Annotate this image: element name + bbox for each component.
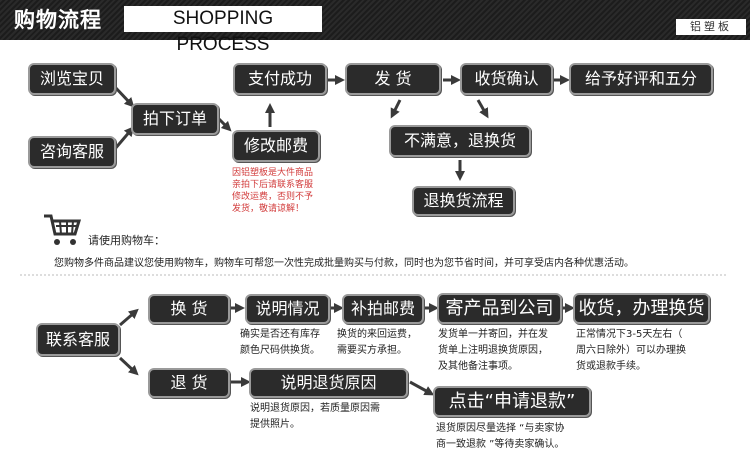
postage-note-line: 发货，敬请谅解！ [232, 204, 305, 214]
brand-mark: 铝塑板 [676, 19, 746, 35]
confirm-step: 收货确认 [460, 63, 553, 95]
note-line: 退货原因尽量选择 “与卖家协 [436, 423, 565, 434]
exchange-step: 换 货 [148, 294, 230, 324]
explain-reason-step: 说明退货原因 [249, 368, 408, 398]
consult-step: 咨询客服 [28, 136, 116, 168]
note-line: 需要买方承担。 [337, 345, 407, 356]
review-step: 给予好评和五分 [569, 63, 713, 95]
order-step: 拍下订单 [131, 103, 219, 135]
contact-service-step: 联系客服 [36, 323, 120, 356]
reason-note: 说明退货原因，若质量原因需 提供照片。 [250, 401, 380, 433]
note-line: 商一致退款 ”等待卖家确认。 [436, 439, 565, 450]
postage-note-line: 亲拍下后请联系客服 [232, 180, 314, 190]
explain-note: 确实是否还有库存 颜色尺码供换货。 [240, 327, 320, 359]
note-line: 说明退货原因，若质量原因需 [250, 403, 380, 414]
apply-refund-step: 点击“申请退款” [433, 386, 591, 417]
modify-postage-step: 修改邮费 [232, 130, 320, 162]
page-title: 购物流程 [14, 8, 102, 32]
refund-note: 退货原因尽量选择 “与卖家协 商一致退款 ”等待卖家确认。 [436, 421, 564, 453]
note-line: 正常情况下3-5天左右（ [576, 329, 683, 340]
unsatisfied-step: 不满意，退换货 [389, 125, 531, 157]
return-flow-step: 退换货流程 [412, 186, 515, 216]
receive-note: 正常情况下3-5天左右（ 周六日除外）可以办理换 货或退款手续。 [576, 327, 686, 375]
note-line: 货单上注明退换货原因， [438, 345, 548, 356]
note-line: 提供照片。 [250, 419, 300, 430]
note-line: 周六日除外）可以办理换 [576, 345, 686, 356]
note-line: 换货的来回运费， [337, 329, 417, 340]
postage-note-line: 因铝塑板是大件商品 [232, 168, 314, 178]
repost-note: 换货的来回运费， 需要买方承担。 [337, 327, 417, 359]
browse-step: 浏览宝贝 [28, 63, 116, 95]
cart-label: 请使用购物车： [88, 234, 165, 247]
shopping-cart-icon [42, 212, 82, 248]
ship-step: 发 货 [345, 63, 441, 95]
note-line: 及其他备注事项。 [438, 361, 518, 372]
pay-step: 支付成功 [233, 63, 327, 95]
refund-step: 退 货 [148, 368, 230, 398]
repost-step: 补拍邮费 [342, 294, 424, 324]
explain-step: 说明情况 [245, 294, 330, 324]
cart-tip: 您购物多件商品建议您使用购物车，购物车可帮您一次性完成批量购买与付款，同时也为您… [54, 258, 634, 269]
postage-note-line: 修改运费，否则不予 [232, 192, 314, 202]
note-line: 发货单一并寄回，并在发 [438, 329, 548, 340]
page-title-english: SHOPPING PROCESS [124, 6, 322, 55]
postage-note: 因铝塑板是大件商品 亲拍下后请联系客服 修改运费，否则不予 发货，敬请谅解！ [232, 167, 328, 215]
send-back-step: 寄产品到公司 [437, 293, 562, 324]
note-line: 确实是否还有库存 [240, 329, 320, 340]
note-line: 货或退款手续。 [576, 361, 646, 372]
note-line: 颜色尺码供换货。 [240, 345, 320, 356]
send-back-note: 发货单一并寄回，并在发 货单上注明退换货原因， 及其他备注事项。 [438, 327, 548, 375]
receive-step: 收货，办理换货 [573, 293, 710, 324]
